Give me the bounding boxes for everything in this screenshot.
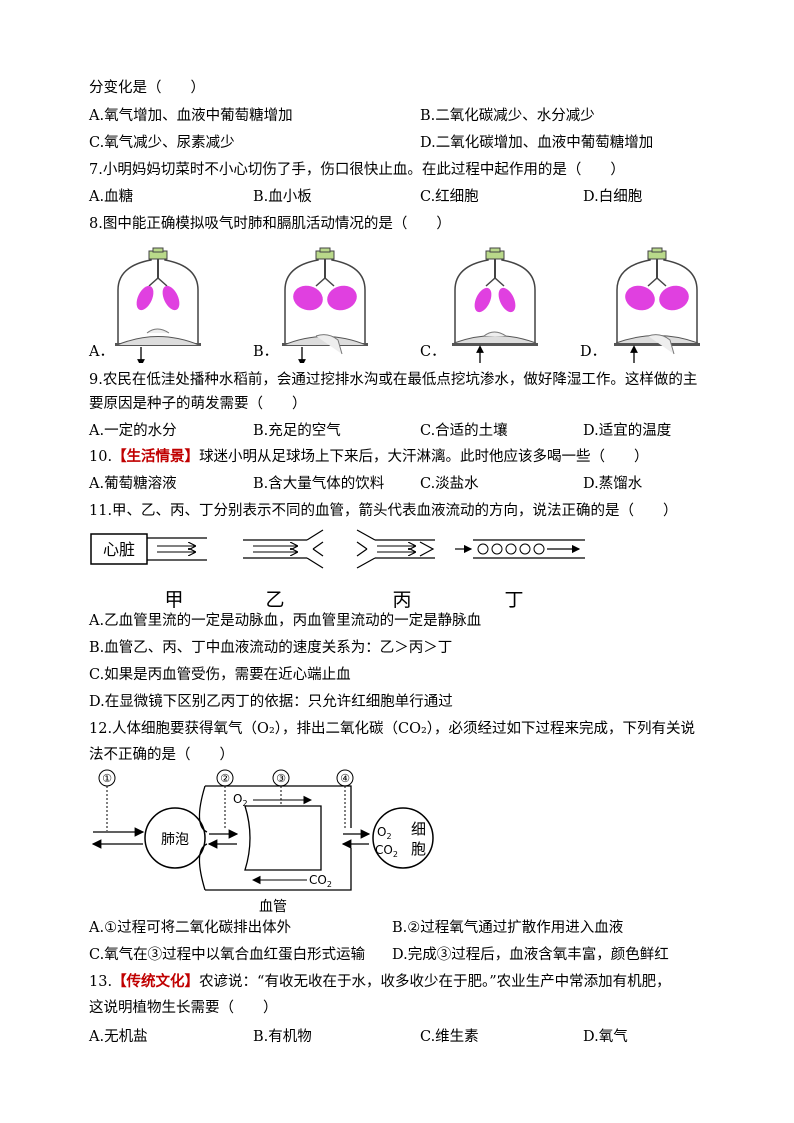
q6-option-b[interactable]: B.二氧化碳减少、水分减少 [420, 108, 595, 124]
q12-gas-exchange-diagram: ① ② ③ ④ 肺泡 O2 CO2 O2 CO2 细 胞 血管 [91, 769, 434, 915]
q9-option-c[interactable]: C.合适的土壤 [420, 423, 508, 439]
q12-marker-3: ③ [276, 772, 286, 785]
q12-alveolus-label: 肺泡 [161, 832, 189, 848]
q10-stem-text: 球迷小明从足球场上下来后，大汗淋漓。此时他应该多喝一些（ ） [199, 449, 649, 465]
q7-option-b[interactable]: B.血小板 [253, 189, 312, 205]
q7-stem: 7.小明妈妈切菜时不小心切伤了手，伤口很快止血。在此过程中起作用的是（ ） [89, 162, 625, 178]
q12-vessel-label: 血管 [259, 899, 287, 915]
q11-heart-label: 心脏 [103, 540, 135, 559]
q9-option-b[interactable]: B.充足的空气 [253, 423, 341, 439]
q13-option-d[interactable]: D.氧气 [583, 1029, 628, 1045]
q12-stem-line2: 法不正确的是（ ） [89, 747, 234, 763]
q13-number: 13. [89, 974, 113, 990]
q10-option-b[interactable]: B.含大量气体的饮料 [253, 476, 385, 492]
q10-tag: 【生活情景】 [112, 448, 200, 465]
q13-option-a[interactable]: A.无机盐 [89, 1029, 148, 1045]
q12-option-a[interactable]: A.①过程可将二氧化碳排出体外 [89, 920, 292, 936]
q6-option-a[interactable]: A.氧气增加、血液中葡萄糖增加 [89, 108, 293, 124]
q9-option-d[interactable]: D.适宜的温度 [583, 423, 672, 439]
q7-option-a[interactable]: A.血糖 [89, 189, 134, 205]
q13-stem-text: 农谚说：“有收无收在于水，收多收少在于肥。”农业生产中常添加有机肥， [199, 974, 671, 990]
q12-marker-4: ④ [340, 772, 350, 785]
q13-stem-line2: 这说明植物生长需要（ ） [89, 1000, 278, 1016]
q12-option-d[interactable]: D.完成③过程后，血液含氧丰富，颜色鲜红 [392, 947, 669, 963]
q10-option-d[interactable]: D.蒸馏水 [583, 476, 643, 492]
q8-label-a[interactable]: A． [89, 344, 114, 360]
q12-cell-co2: CO2 [375, 843, 398, 859]
q11-label-yi: 乙 [265, 589, 285, 611]
q10-stem: 10.【生活情景】球迷小明从足球场上下来后，大汗淋漓。此时他应该多喝一些（ ） [89, 447, 649, 467]
q12-marker-1: ① [102, 772, 112, 785]
q8-figure-b [281, 247, 369, 363]
q10-option-c[interactable]: C.淡盐水 [420, 476, 479, 492]
q12-option-c[interactable]: C.氧气在③过程中以氧合血红蛋白形式运输 [89, 947, 366, 963]
q8-figure-a [114, 247, 202, 363]
q11-label-bing: 丙 [392, 589, 412, 611]
q12-cell-label-2: 胞 [411, 840, 426, 858]
q12-stem-line1: 12.人体细胞要获得氧气（O₂），排出二氧化碳（CO₂），必须经过如下过程来完成… [89, 721, 696, 737]
q13-tag: 【传统文化】 [112, 973, 200, 990]
q11-option-a[interactable]: A.乙血管里流的一定是动脉血，丙血管里流动的一定是静脉血 [89, 613, 482, 629]
q9-stem-line2: 要原因是种子的萌发需要（ ） [89, 396, 307, 412]
q11-stem: 11.甲、乙、丙、丁分别表示不同的血管，箭头代表血液流动的方向，说法正确的是（ … [89, 503, 678, 519]
q10-option-a[interactable]: A.葡萄糖溶液 [89, 476, 177, 492]
q8-label-d[interactable]: D． [580, 344, 607, 360]
q12-marker-2: ② [220, 772, 230, 785]
q7-option-c[interactable]: C.红细胞 [420, 189, 479, 205]
q11-label-jia: 甲 [164, 589, 184, 611]
q11-label-ding: 丁 [504, 589, 524, 611]
q10-number: 10. [89, 449, 113, 465]
q11-option-d[interactable]: D.在显微镜下区别乙丙丁的依据：只允许红细胞单行通过 [89, 694, 453, 710]
q8-bell-jar-figures [114, 247, 701, 363]
q13-option-b[interactable]: B.有机物 [253, 1029, 312, 1045]
q13-option-c[interactable]: C.维生素 [420, 1029, 479, 1045]
q12-co2-bottom: CO2 [309, 873, 332, 889]
q8-label-c[interactable]: C． [420, 344, 446, 360]
q7-option-d[interactable]: D.白细胞 [583, 189, 643, 205]
q6-option-d[interactable]: D.二氧化碳增加、血液中葡萄糖增加 [420, 135, 654, 151]
q12-o2-top: O2 [233, 792, 248, 808]
q12-option-b[interactable]: B.②过程氧气通过扩散作用进入血液 [392, 920, 624, 936]
q9-stem-line1: 9.农民在低洼处播种水稻前，会通过挖排水沟或在最低点挖坑渗水，做好降湿工作。这样… [89, 372, 698, 388]
q9-option-a[interactable]: A.一定的水分 [89, 423, 177, 439]
q8-label-b[interactable]: B． [253, 344, 279, 360]
q6-option-c[interactable]: C.氧气减少、尿素减少 [89, 135, 235, 151]
q8-figure-c [451, 247, 539, 363]
q13-stem-line1: 13.【传统文化】农谚说：“有收无收在于水，收多收少在于肥。”农业生产中常添加有… [89, 972, 671, 992]
q11-option-b[interactable]: B.血管乙、丙、丁中血液流动的速度关系为：乙＞丙＞丁 [89, 640, 453, 656]
q6-stem-continuation: 分变化是（ ） [89, 80, 205, 96]
q12-cell-o2: O2 [377, 825, 392, 841]
q11-vessel-diagram: 心脏 [90, 529, 585, 569]
q12-cell-label-1: 细 [411, 820, 426, 838]
q11-option-c[interactable]: C.如果是丙血管受伤，需要在近心端止血 [89, 667, 351, 683]
q8-figure-d [613, 247, 701, 363]
q8-stem: 8.图中能正确模拟吸气时肺和膈肌活动情况的是（ ） [89, 216, 451, 232]
